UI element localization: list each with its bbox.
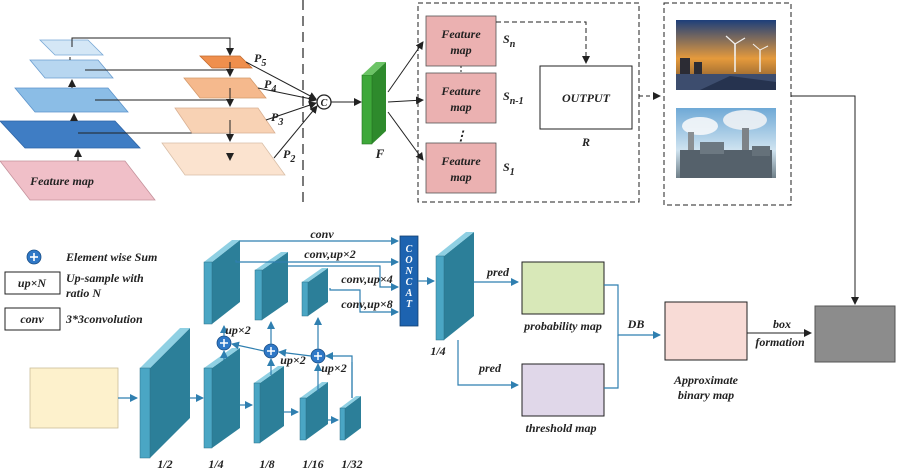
backbone-1-32 xyxy=(339,396,361,441)
branch-label-conv-up4: conv,up×4 xyxy=(341,272,392,286)
concat-node: C xyxy=(316,94,362,110)
p3-label: P3 xyxy=(271,110,283,128)
svg-text:ratio N: ratio N xyxy=(66,286,102,300)
svg-text:Sn-1: Sn-1 xyxy=(503,89,524,107)
svg-text:Feature: Feature xyxy=(440,154,481,168)
svg-text:S1: S1 xyxy=(503,160,515,178)
probability-map xyxy=(521,261,605,315)
fused-output-scale: 1/4 xyxy=(430,344,445,358)
pred-label-bottom: pred xyxy=(478,361,502,375)
sum-circle-2 xyxy=(263,343,279,359)
box-formation-line2: formation xyxy=(755,335,805,349)
threshold-map xyxy=(521,363,605,417)
approximate-binary-map xyxy=(664,301,748,361)
svg-text:Feature: Feature xyxy=(440,27,481,41)
p4-level xyxy=(183,77,267,99)
right-pyramid: P5 P4 P3 P2 xyxy=(161,51,318,176)
probability-map-label: probability map xyxy=(523,319,602,333)
photo-power-plant xyxy=(676,108,776,178)
legend-conv-text: 3*3convolution xyxy=(65,312,143,326)
fpn-connectors xyxy=(220,237,399,398)
pyramid-feature-map-label: Feature map xyxy=(29,174,94,188)
p3-level xyxy=(174,107,276,134)
pred-label-top: pred xyxy=(486,265,510,279)
pyramid-level-4 xyxy=(29,59,114,79)
svg-text:up×N: up×N xyxy=(18,276,48,290)
fpn-slab-1-16 xyxy=(301,268,328,317)
p4-label: P4 xyxy=(264,77,276,95)
threshold-map-label: threshold map xyxy=(525,421,596,435)
scale-label-1-16: 1/16 xyxy=(302,457,323,471)
feature-map-panel xyxy=(417,2,640,203)
r-label: R xyxy=(581,135,590,149)
legend-conv-box xyxy=(4,307,61,331)
backbone-1-8 xyxy=(253,366,284,444)
sum-circle-1 xyxy=(216,335,232,351)
scale-label-1-4: 1/4 xyxy=(208,457,223,471)
pyramid-level-3 xyxy=(14,87,129,113)
backbone-1-4 xyxy=(203,348,240,449)
db-label: DB xyxy=(627,317,645,331)
svg-text:conv: conv xyxy=(20,312,44,326)
scale-label-1-2: 1/2 xyxy=(157,457,172,471)
pyramid-level-5 xyxy=(39,39,104,56)
scale-label-1-32: 1/32 xyxy=(341,457,362,471)
up2-label-2: up×2 xyxy=(280,353,306,367)
scale-label-1-8: 1/8 xyxy=(259,457,274,471)
pyramid-feature-map xyxy=(0,160,156,201)
up2-label-1: up×2 xyxy=(225,323,251,337)
feature-box-dots: ⋮ xyxy=(455,128,468,143)
feature-box-s1: Feature map S1 xyxy=(425,142,515,194)
svg-text:Sn: Sn xyxy=(503,32,516,50)
backbone-1-16 xyxy=(299,382,328,441)
svg-text:map: map xyxy=(450,43,471,57)
branch-label-conv-up8: conv,up×8 xyxy=(341,297,392,311)
feature-box-sn: Feature map Sn xyxy=(425,15,516,67)
legend-up-box xyxy=(4,271,61,295)
pyramid-level-2 xyxy=(0,120,141,149)
up2-label-3: up×2 xyxy=(321,361,347,375)
fused-label: F xyxy=(375,146,385,161)
box-formation-line1: box xyxy=(773,317,791,331)
approx-label-line2: binary map xyxy=(678,388,734,402)
fused-output-slab xyxy=(435,232,474,341)
branch-label-conv: conv xyxy=(310,227,334,241)
fused-feature: F xyxy=(361,41,424,161)
legend: Element wise Sum up×N Up-sample with rat… xyxy=(4,249,157,331)
backbone-1-2 xyxy=(139,328,190,459)
photo-panel xyxy=(663,2,792,206)
approx-label-line1: Approximate xyxy=(673,373,739,387)
legend-sum-icon xyxy=(26,249,42,265)
feature-box-sn-1: Feature map Sn-1 xyxy=(425,72,524,124)
svg-text:map: map xyxy=(450,170,471,184)
result-box xyxy=(814,305,896,363)
svg-text:map: map xyxy=(450,100,471,114)
photo-to-result-arrow xyxy=(791,95,859,305)
input-image xyxy=(29,367,119,429)
photo-wind-turbines xyxy=(676,20,776,90)
p2-level xyxy=(161,142,286,176)
output-box: OUTPUT R xyxy=(496,21,633,149)
p5-label: P5 xyxy=(254,51,266,69)
p2-label: P2 xyxy=(283,147,295,165)
fpn-slab-1-8 xyxy=(254,252,288,321)
svg-text:Feature: Feature xyxy=(440,84,481,98)
p5-level xyxy=(199,55,253,69)
svg-text:C: C xyxy=(321,98,328,109)
legend-up-text: Up-sample with xyxy=(66,271,144,285)
legend-sum-label: Element wise Sum xyxy=(65,250,157,264)
branch-label-conv-up2: conv,up×2 xyxy=(304,247,355,261)
fpn-slab-1-4 xyxy=(203,240,240,325)
svg-text:OUTPUT: OUTPUT xyxy=(562,91,611,105)
